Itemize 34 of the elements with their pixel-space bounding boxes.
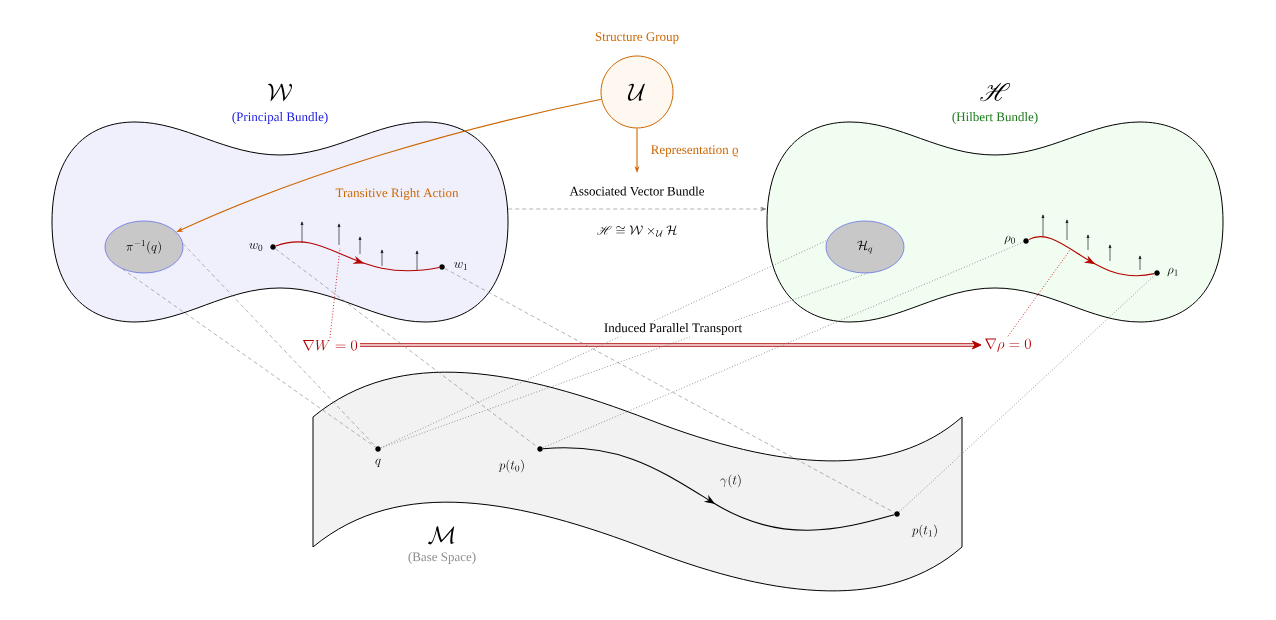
connector [898, 274, 1156, 513]
connector [359, 340, 982, 350]
connector [507, 206, 767, 212]
connector [329, 247, 341, 339]
isomorphism-formula: $\mathscr{H} \cong \mathcal{W} \times_{\mathcal{U}} \mathcal{H}$ [597, 225, 677, 237]
bundle-symbol: $\mathcal{W}$ [268, 83, 293, 102]
connector [1028, 236, 1155, 277]
connector [380, 272, 868, 449]
group-caption: Structure Group [595, 32, 679, 44]
connector [275, 241, 440, 272]
space-caption: (Base Space) [408, 552, 476, 564]
connector [444, 268, 895, 513]
edge-label: Associated Vector Bundle [568, 184, 706, 198]
bundle-caption: (Principal Bundle) [232, 112, 328, 124]
edge-label: Induced Parallel Transport [602, 321, 744, 337]
condition-label: $\nabla W = 0$ [302, 339, 358, 351]
point-label: $\rho_0$ [1004, 235, 1015, 245]
point-label: $p(t_0)$ [498, 459, 524, 473]
connector [1007, 249, 1071, 337]
point-label: $\rho_1$ [1167, 267, 1178, 277]
point-label: $w_0$ [249, 243, 263, 251]
connector [542, 447, 895, 531]
bundle-symbol: $\mathscr{H}$ [980, 82, 1011, 102]
point-label: $p(t_1)$ [911, 524, 937, 538]
point-label: $q$ [375, 458, 381, 468]
connector [542, 241, 1024, 449]
point-label: $w_1$ [454, 262, 467, 270]
bundle-caption: (Hilbert Bundle) [952, 112, 1038, 124]
edge-label: Representation ϱ [649, 143, 741, 159]
connector [121, 268, 376, 448]
space-symbol: $\mathcal{M}$ [428, 526, 455, 545]
connector [275, 248, 538, 448]
connector [182, 243, 377, 448]
condition-label: $\nabla \rho = 0$ [985, 338, 1031, 352]
